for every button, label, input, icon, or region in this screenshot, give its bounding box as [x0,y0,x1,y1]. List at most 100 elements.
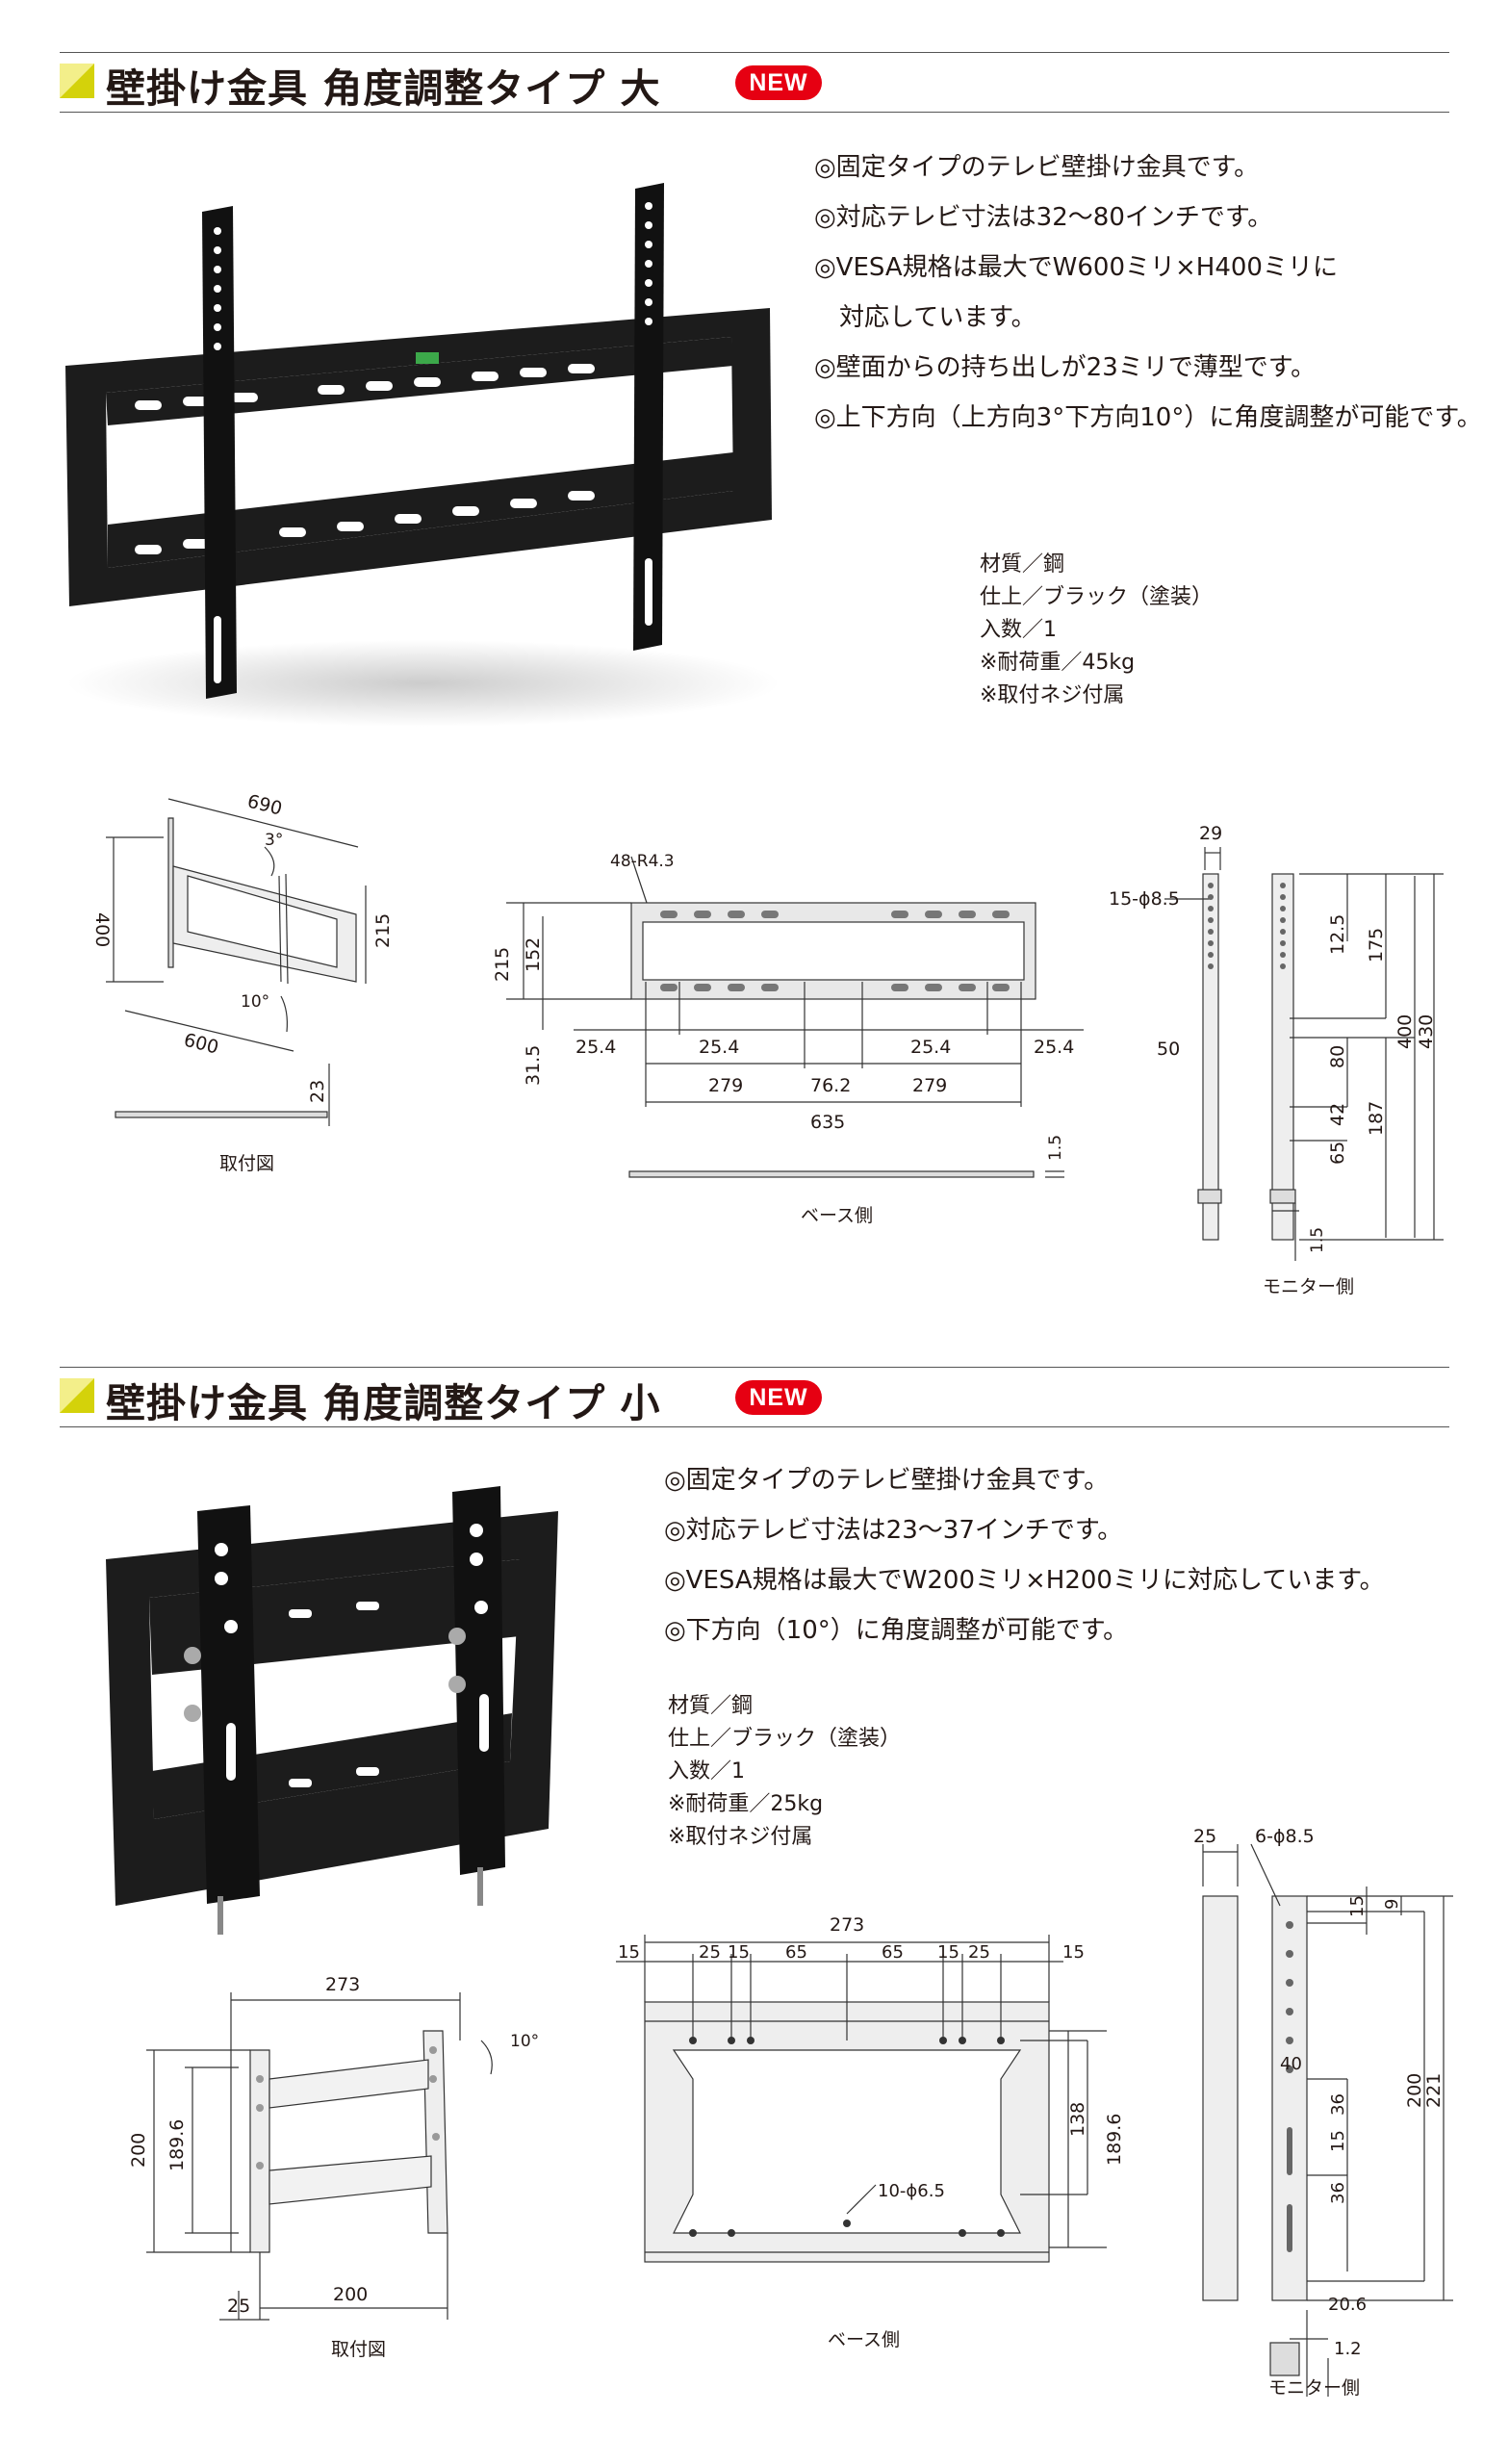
dim-label: 1.2 [1334,2339,1362,2359]
large-feature-list: ◎固定タイプのテレビ壁掛け金具です。 ◎対応テレビ寸法は32〜80インチです。 … [814,142,1482,443]
section-rule-top [60,1367,1449,1368]
spec-line: 材質／鋼 [980,552,1065,577]
dim-label: 40 [1280,2054,1302,2074]
spec-line: 入数／1 [980,618,1057,642]
small-base-diagram: 273 15 25 15 65 65 15 25 15 138 189.6 10… [616,1914,1125,2263]
dim-label: 25 [968,1942,990,1963]
dim-label: 10° [241,992,269,1012]
feature-line: ◎対応テレビ寸法は32〜80インチです。 [814,203,1273,232]
dim-label: 200 [128,2133,149,2168]
dim-label: 76.2 [810,1075,851,1096]
dim-label: 215 [372,913,394,948]
dim-label: 200 [1404,2073,1425,2108]
dim-label: 65 [1327,1142,1348,1165]
dim-label: 25 [227,2296,250,2317]
dim-label: 273 [325,1974,360,1995]
section-square-icon [60,64,94,98]
dim-label: 15 [1062,1942,1085,1963]
small-bracket-photo [106,1486,558,1935]
dim-label: 400 [1394,1014,1416,1049]
feature-line: ◎対応テレビ寸法は23〜37インチです。 [664,1516,1123,1545]
spec-line: ※耐荷重／45kg [980,651,1136,675]
dim-label: 25.4 [699,1037,739,1058]
dim-label: 138 [1067,2102,1088,2137]
dim-label: 15-ϕ8.5 [1109,888,1180,910]
dim-label: 80 [1327,1045,1348,1068]
dim-label: 31.5 [523,1045,544,1086]
dim-label: 65 [882,1942,904,1963]
dim-label: 9 [1382,1899,1402,1910]
dim-label: 273 [830,1914,864,1936]
feature-line: ◎固定タイプのテレビ壁掛け金具です。 [664,1466,1110,1495]
large-bracket-photo [65,183,780,727]
large-mount-diagram: 690 3° 400 215 10° 600 23 [91,791,394,1126]
feature-line: ◎VESA規格は最大でW600ミリ×H400ミリに [814,253,1338,282]
section-rule-bottom [60,112,1449,113]
spec-line: 仕上／ブラック（塗装） [668,1727,902,1751]
dim-label: 15 [1347,1895,1368,1917]
dim-label: 215 [492,947,513,982]
spec-line: ※取付ネジ付属 [668,1825,813,1849]
dim-label: 690 [245,791,285,820]
feature-line: 対応しています。 [814,303,1036,332]
small-mount-diagram: 273 10° 200 189.6 200 25 [128,1974,539,2321]
dim-label: 175 [1366,928,1387,962]
caption-base: ベース側 [828,2329,901,2350]
dim-label: 48-R4.3 [610,852,675,871]
dim-label: 25.4 [1034,1037,1074,1058]
section-title-large: 壁掛け金具 角度調整タイプ 大 [106,65,661,112]
dim-label: 279 [708,1075,743,1096]
dim-label: 29 [1199,823,1222,844]
spec-line: ※取付ネジ付属 [980,683,1125,707]
small-monitor-diagram: 25 6-ϕ8.5 15 9 200 221 40 36 15 36 20.6 … [1193,1826,1453,2397]
feature-line: ◎壁面からの持ち出しが23ミリで薄型です。 [814,353,1317,382]
dim-label: 10-ϕ6.5 [878,2181,945,2201]
caption-monitor: モニター側 [1268,2377,1361,2399]
feature-line: ◎固定タイプのテレビ壁掛け金具です。 [814,153,1260,182]
dim-label: 15 [618,1942,640,1963]
dim-label: 25 [1193,1826,1216,1847]
dim-label: 50 [1157,1039,1180,1060]
dim-label: 20.6 [1328,2295,1367,2315]
dim-label: 10° [510,2032,539,2051]
dim-label: 152 [523,937,544,972]
feature-line: ◎下方向（10°）に角度調整が可能です。 [664,1616,1129,1645]
section-square-icon [60,1378,94,1413]
dim-label: 36 [1328,2093,1348,2116]
dim-label: 187 [1366,1101,1387,1136]
dim-label: 25.4 [910,1037,951,1058]
dim-label: 25 [699,1942,721,1963]
dim-label: 12.5 [1327,914,1348,955]
dim-label: 221 [1423,2073,1445,2108]
dim-label: 1.5 [1046,1135,1065,1161]
dim-label: 600 [182,1030,221,1059]
caption-mount: 取付図 [331,2339,387,2360]
dim-label: 42 [1327,1103,1348,1126]
new-badge: NEW [735,1380,822,1415]
spec-line: 入数／1 [668,1759,745,1784]
dim-label: 200 [333,2284,368,2305]
dim-label: 36 [1328,2182,1348,2204]
dim-label: 25.4 [575,1037,616,1058]
spec-line: ※耐荷重／25kg [668,1792,824,1816]
dim-label: 400 [91,912,113,947]
small-feature-list: ◎固定タイプのテレビ壁掛け金具です。 ◎対応テレビ寸法は23〜37インチです。 … [664,1455,1385,1656]
large-spec-list: 材質／鋼 仕上／ブラック（塗装） 入数／1 ※耐荷重／45kg ※取付ネジ付属 [980,549,1213,712]
new-badge: NEW [735,65,822,100]
dim-label: 1.5 [1308,1227,1327,1253]
dim-label: 15 [728,1942,750,1963]
section-title-small: 壁掛け金具 角度調整タイプ 小 [106,1380,661,1426]
dim-label: 430 [1416,1014,1437,1049]
caption-monitor: モニター側 [1263,1276,1355,1297]
small-spec-list: 材質／鋼 仕上／ブラック（塗装） 入数／1 ※耐荷重／25kg ※取付ネジ付属 [668,1690,901,1854]
feature-line: ◎VESA規格は最大でW200ミリ×H200ミリに対応しています。 [664,1566,1385,1595]
dim-label: 15 [1328,2130,1348,2152]
dim-label: 6-ϕ8.5 [1255,1826,1315,1847]
dim-label: 279 [912,1075,947,1096]
dim-label: 23 [307,1080,328,1103]
feature-line: ◎上下方向（上方向3°下方向10°）に角度調整が可能です。 [814,403,1482,432]
dim-label: 189.6 [1104,2114,1125,2166]
dim-label: 635 [810,1112,845,1133]
dim-label: 65 [785,1942,807,1963]
large-base-diagram: 48-R4.3 215 152 31.5 25.4 25.4 25.4 25.4… [492,852,1084,1178]
